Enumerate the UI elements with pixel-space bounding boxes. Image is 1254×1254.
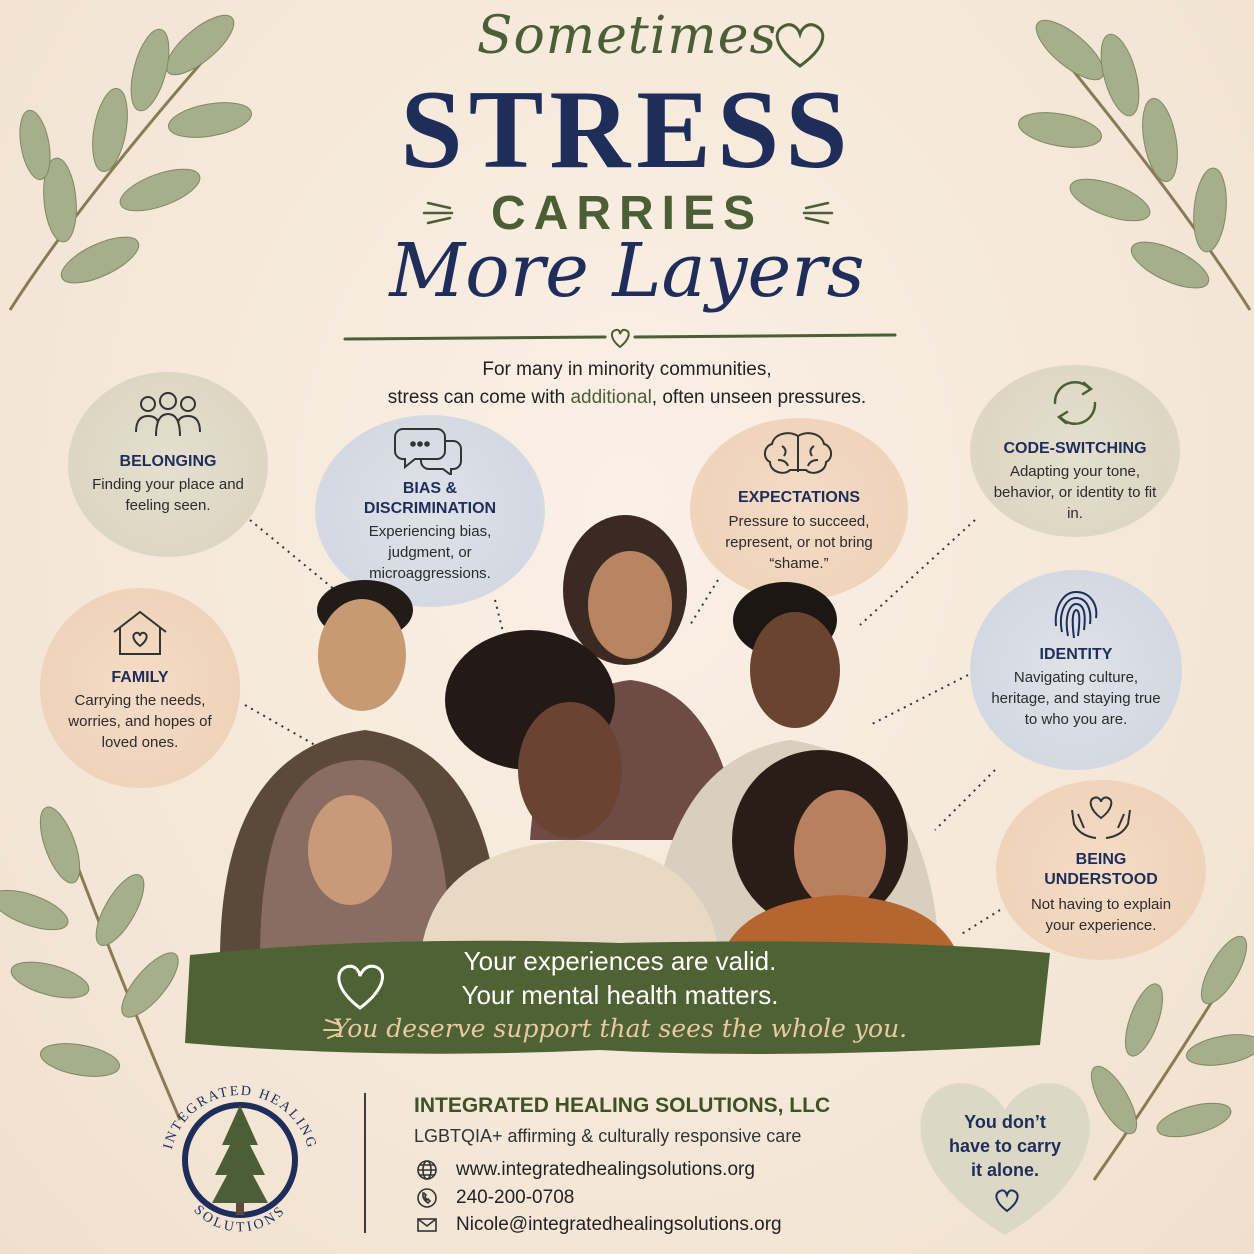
heart-outline-icon bbox=[775, 23, 825, 68]
topic-family: FAMILY Carrying the needs, worries, and … bbox=[40, 588, 240, 788]
leaf-branch-top-left bbox=[8, 14, 252, 311]
topic-expectations-desc: Pressure to succeed, represent, or not b… bbox=[725, 513, 873, 572]
cycle-arrows-icon bbox=[1053, 380, 1097, 426]
topic-code-switching-title: CODE-SWITCHING bbox=[1003, 440, 1147, 457]
topic-identity-desc: Navigating culture, heritage, and stayin… bbox=[991, 669, 1161, 728]
fingerprint-icon bbox=[1054, 590, 1098, 639]
phone-icon bbox=[414, 1187, 440, 1209]
subtitle-line2-a: stress can come with bbox=[387, 387, 571, 408]
headline-stress: STRESS bbox=[400, 68, 854, 192]
topic-expectations-title: EXPECTATIONS bbox=[737, 489, 861, 506]
topic-being-understood: BEING UNDERSTOOD Not having to explain y… bbox=[996, 780, 1206, 960]
subtitle-line2-b: , often unseen pressures. bbox=[651, 387, 867, 408]
topic-understood-title1: BEING bbox=[1075, 851, 1127, 868]
contact-phone[interactable]: 240-200-0708 bbox=[414, 1185, 574, 1211]
topic-identity-title: IDENTITY bbox=[1039, 646, 1113, 663]
banner-line2: Your mental health matters. bbox=[461, 980, 779, 1010]
topic-family-desc: Carrying the needs, worries, and hopes o… bbox=[68, 692, 212, 751]
company-logo: INTEGRATED HEALING SOLUTIONS bbox=[161, 1084, 317, 1235]
website-link[interactable]: www.integratedhealingsolutions.org bbox=[456, 1159, 755, 1180]
topic-belonging-title: BELONGING bbox=[119, 453, 217, 470]
footer-divider bbox=[364, 1093, 366, 1233]
leaf-branch-bottom-right bbox=[1090, 935, 1254, 1181]
topic-bias-discrimination: BIAS & DISCRIMINATION Experiencing bias,… bbox=[315, 415, 545, 607]
topic-bias-title1: BIAS & bbox=[402, 480, 458, 497]
contact-email[interactable]: Nicole@integratedhealingsolutions.org bbox=[414, 1212, 782, 1238]
banner-line3: You deserve support that sees the whole … bbox=[332, 1014, 908, 1043]
topic-understood-title2: UNDERSTOOD bbox=[1044, 871, 1158, 888]
headline-underline bbox=[343, 328, 897, 349]
subtitle-highlight: additional bbox=[570, 387, 652, 408]
envelope-icon bbox=[414, 1214, 440, 1236]
leaf-branch-bottom-left bbox=[0, 806, 182, 1121]
sparkle-lines-left bbox=[422, 201, 454, 225]
email-link[interactable]: Nicole@integratedhealingsolutions.org bbox=[456, 1214, 782, 1235]
headline-carries: CARRIES bbox=[490, 187, 764, 240]
globe-icon bbox=[414, 1159, 440, 1181]
headline-more-layers: More Layers bbox=[389, 228, 865, 314]
topic-bias-desc: Experiencing bias, judgment, or microagg… bbox=[368, 523, 492, 582]
phone-number[interactable]: 240-200-0708 bbox=[456, 1187, 575, 1208]
heart-note-bg bbox=[920, 1083, 1090, 1235]
leaf-branch-top-right bbox=[1018, 19, 1252, 311]
topic-code-switching: CODE-SWITCHING Adapting your tone, behav… bbox=[970, 365, 1180, 537]
topic-belonging-desc: Finding your place and feeling seen. bbox=[92, 476, 244, 514]
topic-family-title: FAMILY bbox=[111, 669, 169, 686]
subtitle-line1: For many in minority communities, bbox=[482, 359, 772, 380]
topic-bias-title2: DISCRIMINATION bbox=[363, 500, 497, 517]
topic-expectations: EXPECTATIONS Pressure to succeed, repres… bbox=[690, 418, 908, 600]
banner-line1: Your experiences are valid. bbox=[463, 946, 777, 976]
topic-belonging: BELONGING Finding your place and feeling… bbox=[68, 372, 268, 557]
heart-note-text: You don’t have to carry it alone. bbox=[930, 1110, 1080, 1182]
heart-note-line1: You don’t bbox=[964, 1112, 1046, 1132]
sparkle-lines-right bbox=[802, 201, 834, 225]
heart-note-line3: it alone. bbox=[970, 1160, 1039, 1180]
group-people-icon bbox=[135, 392, 201, 437]
subtitle-line2: stress can come with additional, often u… bbox=[0, 384, 1254, 412]
chat-bubbles-icon bbox=[394, 428, 462, 475]
affirmation-banner-bg bbox=[185, 940, 1050, 1054]
heart-note-line2: have to carry bbox=[948, 1136, 1062, 1156]
company-name: INTEGRATED HEALING SOLUTIONS, LLC bbox=[414, 1094, 831, 1117]
brain-icon bbox=[764, 432, 832, 474]
topic-code-switching-desc: Adapting your tone, behavior, or identit… bbox=[993, 463, 1157, 522]
small-heart-icon bbox=[995, 1189, 1019, 1213]
topic-understood-desc: Not having to explain your experience. bbox=[1030, 896, 1172, 934]
hands-heart-icon bbox=[1071, 796, 1131, 839]
company-tagline: LGBTQIA+ affirming & culturally responsi… bbox=[414, 1126, 802, 1146]
subtitle: For many in minority communities, stress… bbox=[0, 356, 1254, 412]
headline-sometimes: Sometimes bbox=[476, 6, 778, 66]
topic-identity: IDENTITY Navigating culture, heritage, a… bbox=[970, 570, 1182, 770]
banner-heart-icon bbox=[337, 964, 385, 1010]
banner-sparkle bbox=[323, 1019, 341, 1039]
contact-website[interactable]: www.integratedhealingsolutions.org bbox=[414, 1157, 755, 1183]
people-group-photo bbox=[220, 515, 960, 960]
house-heart-icon bbox=[113, 610, 167, 655]
